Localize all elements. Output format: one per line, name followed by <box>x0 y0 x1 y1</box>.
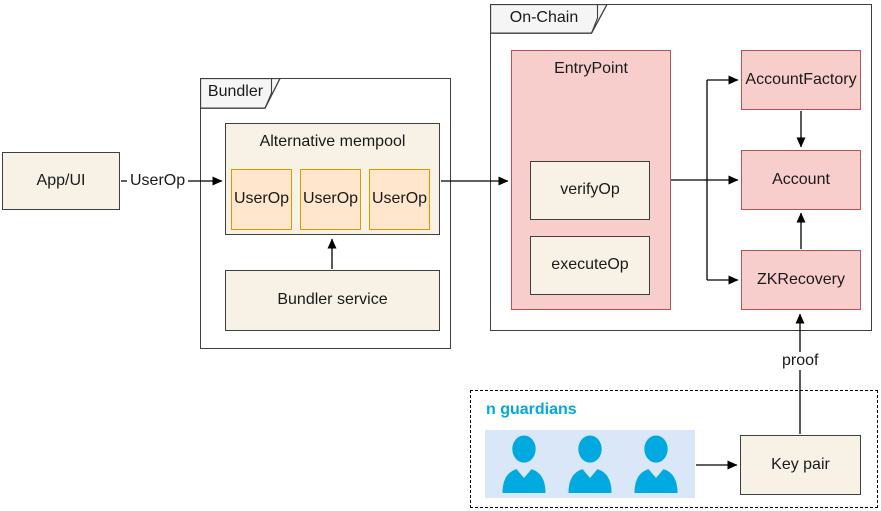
alternative-mempool-label: Alternative mempool <box>259 133 406 150</box>
node-zkrecovery: ZKRecovery <box>741 250 861 310</box>
proof-edge-label: proof <box>779 352 822 370</box>
node-app-ui: App/UI <box>2 152 120 210</box>
onchain-tab-label: On-Chain <box>509 9 579 26</box>
tab-shape-icon <box>200 78 281 109</box>
tab-shape-icon <box>490 4 608 34</box>
guardians-group <box>485 430 695 498</box>
node-verifyop: verifyOp <box>530 161 650 220</box>
node-key-pair: Key pair <box>740 435 861 495</box>
guardian-icon <box>502 435 546 493</box>
node-userop-1: UserOp <box>231 169 292 230</box>
onchain-tab: On-Chain <box>490 4 608 34</box>
node-executeop: executeOp <box>530 236 650 295</box>
node-userop-2: UserOp <box>300 169 361 230</box>
node-account-factory: AccountFactory <box>741 50 861 110</box>
node-account: Account <box>741 150 861 210</box>
bundler-tab: Bundler <box>200 78 281 109</box>
node-bundler-service: Bundler service <box>225 270 440 331</box>
node-userop-3: UserOp <box>369 169 430 230</box>
userop-edge-label: UserOp <box>127 172 189 190</box>
guardians-title: n guardians <box>486 401 577 418</box>
guardian-icon <box>568 435 612 493</box>
guardian-icon <box>634 435 678 493</box>
entrypoint-label: EntryPoint <box>554 60 628 77</box>
bundler-tab-label: Bundler <box>207 83 264 100</box>
